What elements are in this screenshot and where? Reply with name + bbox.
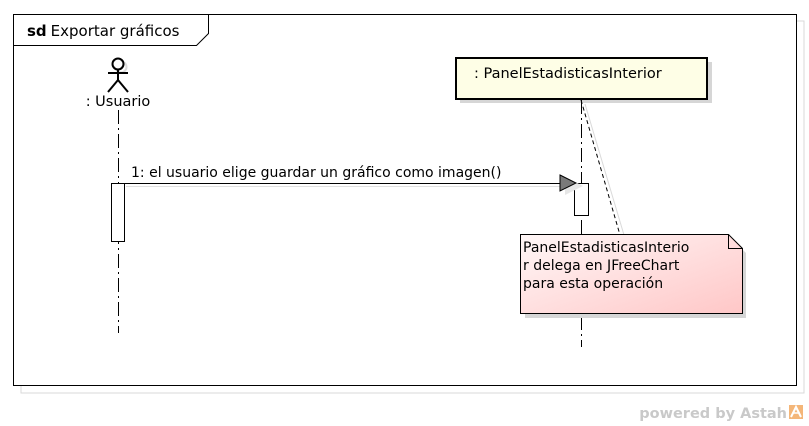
lifeline-usuario[interactable]: : Usuario — [86, 57, 151, 334]
object-activation-bar[interactable] — [574, 183, 589, 216]
actor-stick-figure-icon — [107, 57, 129, 93]
message-label: 1: el usuario elige guardar un gráfico c… — [131, 165, 501, 181]
frame-title-tab — [13, 14, 209, 46]
note-line-1: PanelEstadisticasInterio — [523, 240, 689, 256]
lifeline-panel-estadisticas[interactable]: : PanelEstadisticasInterior — [455, 57, 712, 347]
watermark-text: powered by Astah — [639, 406, 787, 422]
note-dog-ear — [728, 234, 743, 249]
message-arrowhead-icon — [559, 174, 578, 192]
actor-label: : Usuario — [86, 94, 151, 110]
message-1[interactable]: 1: el usuario elige guardar un gráfico c… — [125, 165, 583, 195]
note-anchor-shadow — [584, 103, 625, 236]
note-body — [520, 234, 743, 314]
note-line-2: r delega en JFreeChart — [523, 258, 680, 274]
object-label: : PanelEstadisticasInterior — [474, 66, 662, 82]
note-line-3: para esta operación — [523, 276, 663, 292]
frame-title-text: Exportar gráficos — [51, 22, 180, 40]
note-anchor-line — [580, 99, 621, 236]
note[interactable]: PanelEstadisticasInterio r delega en JFr… — [520, 99, 747, 318]
frame-kind: sd — [27, 22, 47, 40]
astah-watermark: powered by Astah — [639, 404, 803, 422]
actor-activation-bar[interactable] — [111, 183, 125, 242]
object-box[interactable] — [455, 57, 708, 100]
astah-logo-icon — [789, 404, 803, 419]
